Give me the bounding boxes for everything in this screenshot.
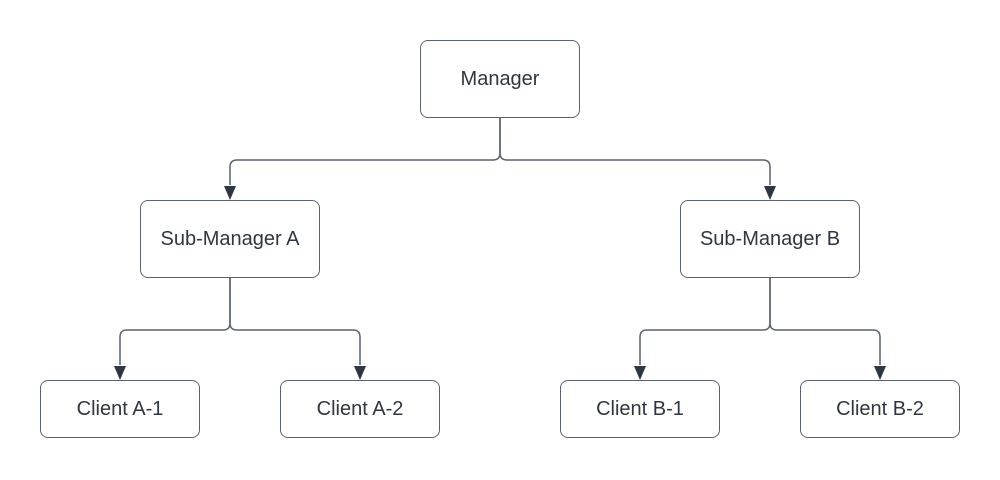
- edge-sub-b-client-b1: [639, 278, 771, 365]
- node-client-b1[interactable]: Client B-1: [560, 380, 720, 438]
- arrowhead-client-b2: [874, 366, 886, 380]
- node-manager[interactable]: Manager: [420, 40, 580, 118]
- arrowhead-sub-a: [224, 186, 236, 200]
- edge-sub-a-client-a2: [229, 278, 361, 365]
- node-client-b1-label: Client B-1: [596, 397, 684, 420]
- node-client-a1[interactable]: Client A-1: [40, 380, 200, 438]
- node-sub-manager-a-label: Sub-Manager A: [160, 227, 300, 250]
- node-sub-manager-b[interactable]: Sub-Manager B: [680, 200, 860, 278]
- node-client-b2[interactable]: Client B-2: [800, 380, 960, 438]
- node-client-b2-label: Client B-2: [836, 397, 924, 420]
- node-client-a1-label: Client A-1: [76, 397, 164, 420]
- edge-sub-b-client-b2: [769, 278, 881, 365]
- arrowhead-client-a2: [354, 366, 366, 380]
- edge-manager-sub-b: [499, 118, 771, 185]
- node-client-a2[interactable]: Client A-2: [280, 380, 440, 438]
- edge-sub-a-client-a1: [119, 278, 231, 365]
- node-manager-label: Manager: [460, 67, 540, 90]
- arrowhead-client-b1: [634, 366, 646, 380]
- node-client-a2-label: Client A-2: [316, 397, 404, 420]
- node-sub-manager-b-label: Sub-Manager B: [699, 227, 841, 250]
- edge-manager-sub-a: [229, 118, 501, 185]
- node-sub-manager-a[interactable]: Sub-Manager A: [140, 200, 320, 278]
- arrowhead-sub-b: [764, 186, 776, 200]
- arrowhead-client-a1: [114, 366, 126, 380]
